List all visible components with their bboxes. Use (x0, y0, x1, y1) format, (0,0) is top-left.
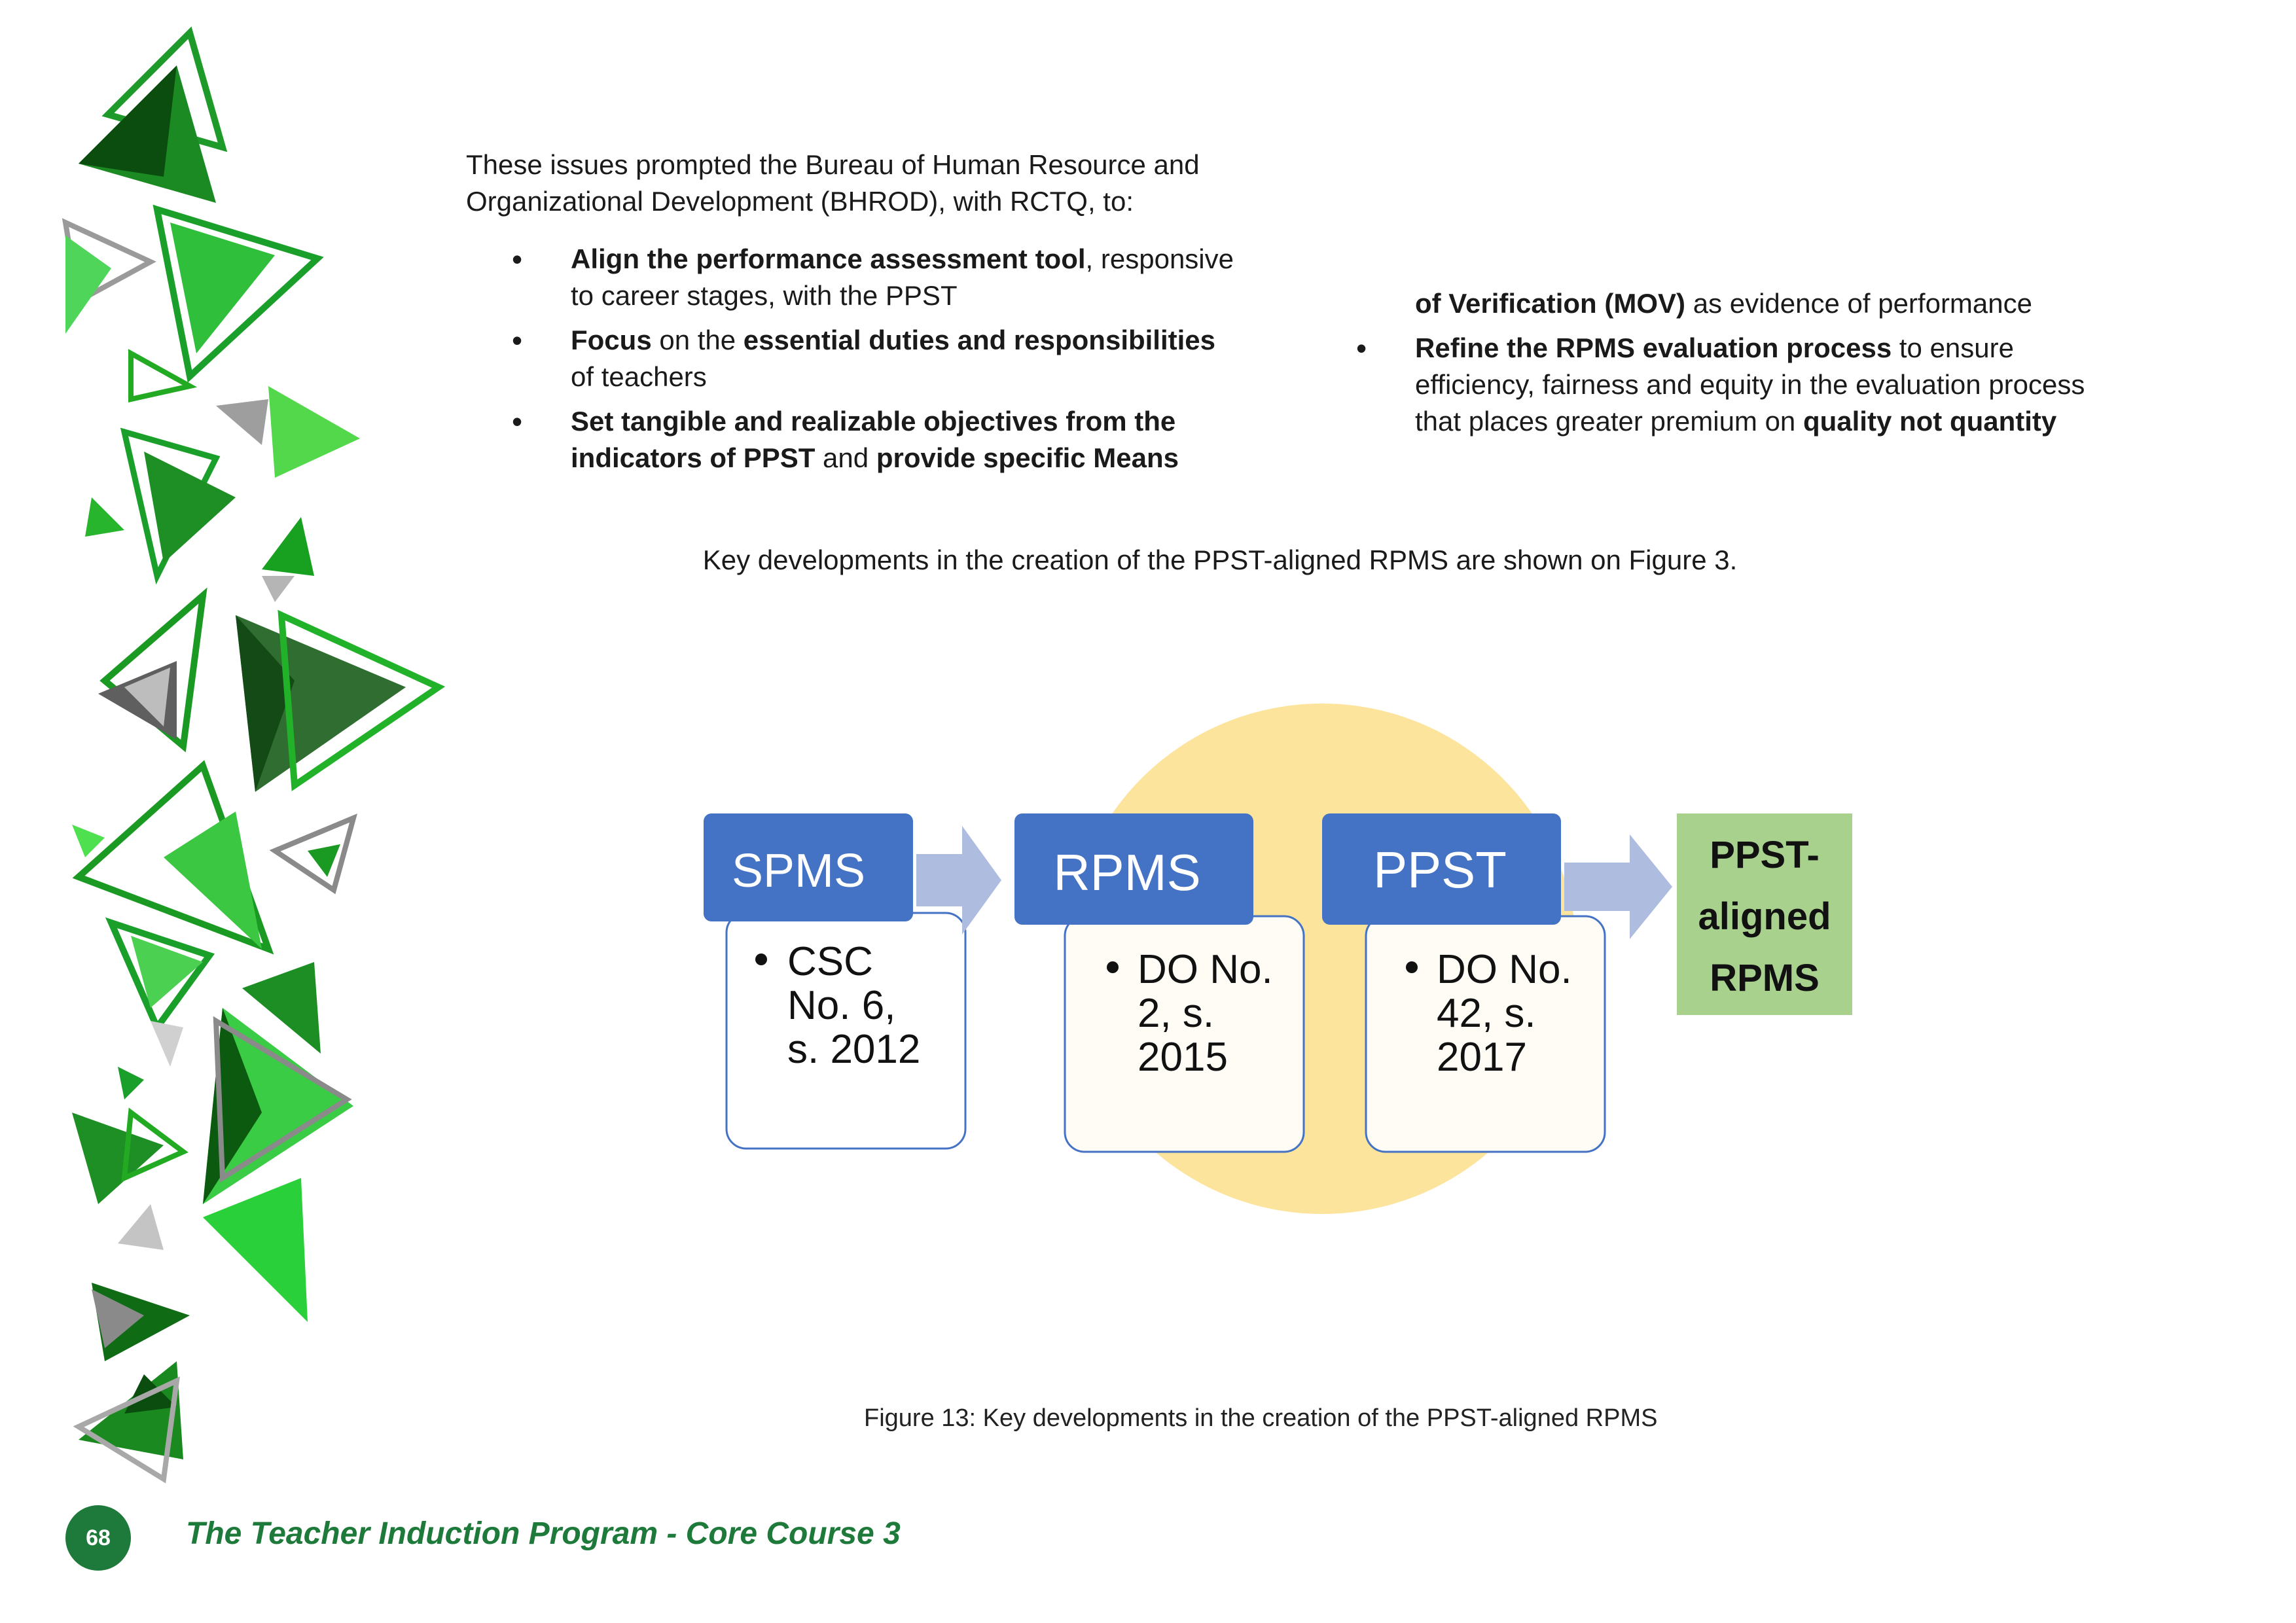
list-item: Set tangible and realizable objectives f… (512, 403, 1245, 476)
stage-header-box (704, 813, 913, 921)
stage-detail-line: CSC (787, 939, 873, 984)
stage-detail-line: No. 6, (787, 983, 895, 1028)
stage-detail-box (1365, 915, 1606, 1153)
result-label-line: aligned (1698, 895, 1831, 938)
figure-lead-sentence: Key developments in the creation of the … (702, 544, 1738, 575)
result-label-line: PPST- (1710, 834, 1820, 876)
page-number-badge: 68 (65, 1505, 131, 1571)
stage-detail-box (1064, 915, 1305, 1153)
stage-header-box (1014, 813, 1253, 925)
stage-detail-line: s. 2012 (787, 1027, 920, 1072)
decorative-triangle-border (62, 26, 446, 1484)
result-box (1677, 813, 1852, 1015)
stage-detail-line: 2, s. (1138, 991, 1214, 1036)
stage-detail-line: 42, s. (1437, 991, 1536, 1036)
list-item-continuation: of Verification (MOV) as evidence of per… (1415, 288, 2032, 319)
stage-detail-line: 2017 (1437, 1035, 1527, 1080)
stage-header-label: PPST (1373, 841, 1507, 899)
figure-caption: Figure 13: Key developments in the creat… (864, 1404, 1658, 1432)
bullet-dot (1107, 961, 1119, 973)
background-circle (1067, 704, 1577, 1214)
bullet-dot (755, 954, 767, 965)
stage-detail-line: 2015 (1138, 1035, 1228, 1080)
bullet-dot (1406, 961, 1418, 973)
objectives-list-left: Align the performance assessment tool, r… (512, 241, 1245, 484)
stage-detail-line: DO No. (1437, 947, 1572, 992)
flow-arrow (916, 826, 1001, 935)
intro-paragraph: These issues prompted the Bureau of Huma… (466, 147, 1317, 220)
result-label-line: RPMS (1710, 957, 1820, 999)
stage-detail-line: DO No. (1138, 947, 1273, 992)
footer-title: The Teacher Induction Program - Core Cou… (186, 1516, 901, 1551)
objectives-list-right: of Verification (MOV) as evidence of per… (1356, 285, 2115, 448)
list-item: Align the performance assessment tool, r… (512, 241, 1245, 314)
list-item: Focus on the essential duties and respon… (512, 322, 1245, 395)
stage-header-box (1322, 813, 1561, 925)
flow-arrow (1564, 834, 1672, 939)
intro-line-1: These issues prompted the Bureau of Huma… (466, 149, 1200, 180)
stage-detail-box (725, 912, 967, 1150)
stage-header-label: RPMS (1053, 844, 1200, 901)
list-item: Refine the RPMS evaluation process to en… (1356, 330, 2115, 440)
stage-header-label: SPMS (732, 845, 865, 897)
intro-line-2: Organizational Development (BHROD), with… (466, 186, 1134, 217)
